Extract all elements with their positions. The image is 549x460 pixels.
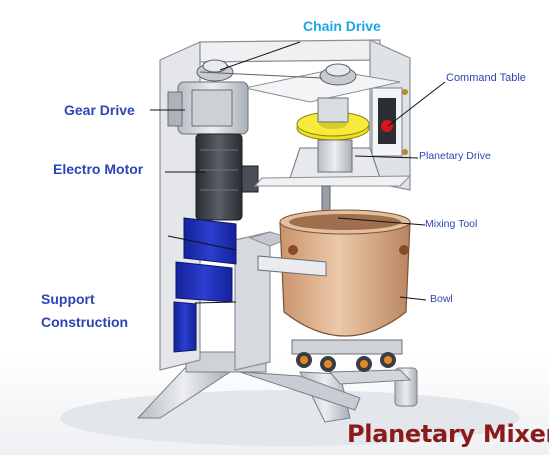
gear-drive-housing: [167, 81, 249, 135]
bowl: [257, 209, 411, 337]
label-gear-drive: Gear Drive: [64, 102, 135, 118]
label-support-line1: Support: [41, 291, 95, 307]
label-command-table: Command Table: [446, 72, 526, 84]
label-support-line2: Construction: [41, 314, 129, 330]
top-plate: [244, 69, 401, 103]
electro-motor: [195, 133, 259, 221]
label-mixing-tool: Mixing Tool: [425, 218, 478, 230]
leader-lines: [150, 41, 446, 304]
emergency-button-icon: [381, 120, 393, 132]
command-table-box: [371, 87, 408, 157]
label-planetary-drive: Planetary Drive: [419, 150, 491, 162]
label-bowl: Bowl: [430, 293, 453, 305]
label-chain-drive: Chain Drive: [303, 18, 381, 34]
bowl-wheels: [291, 339, 403, 372]
diagram-title: Planetary Mixer: [347, 420, 549, 448]
base-legs: [136, 351, 418, 423]
label-electro-motor: Electro Motor: [53, 161, 144, 177]
planetary-drive: [253, 97, 412, 187]
chain-drive-sprockets: [196, 59, 357, 86]
support-panels: [173, 217, 237, 353]
